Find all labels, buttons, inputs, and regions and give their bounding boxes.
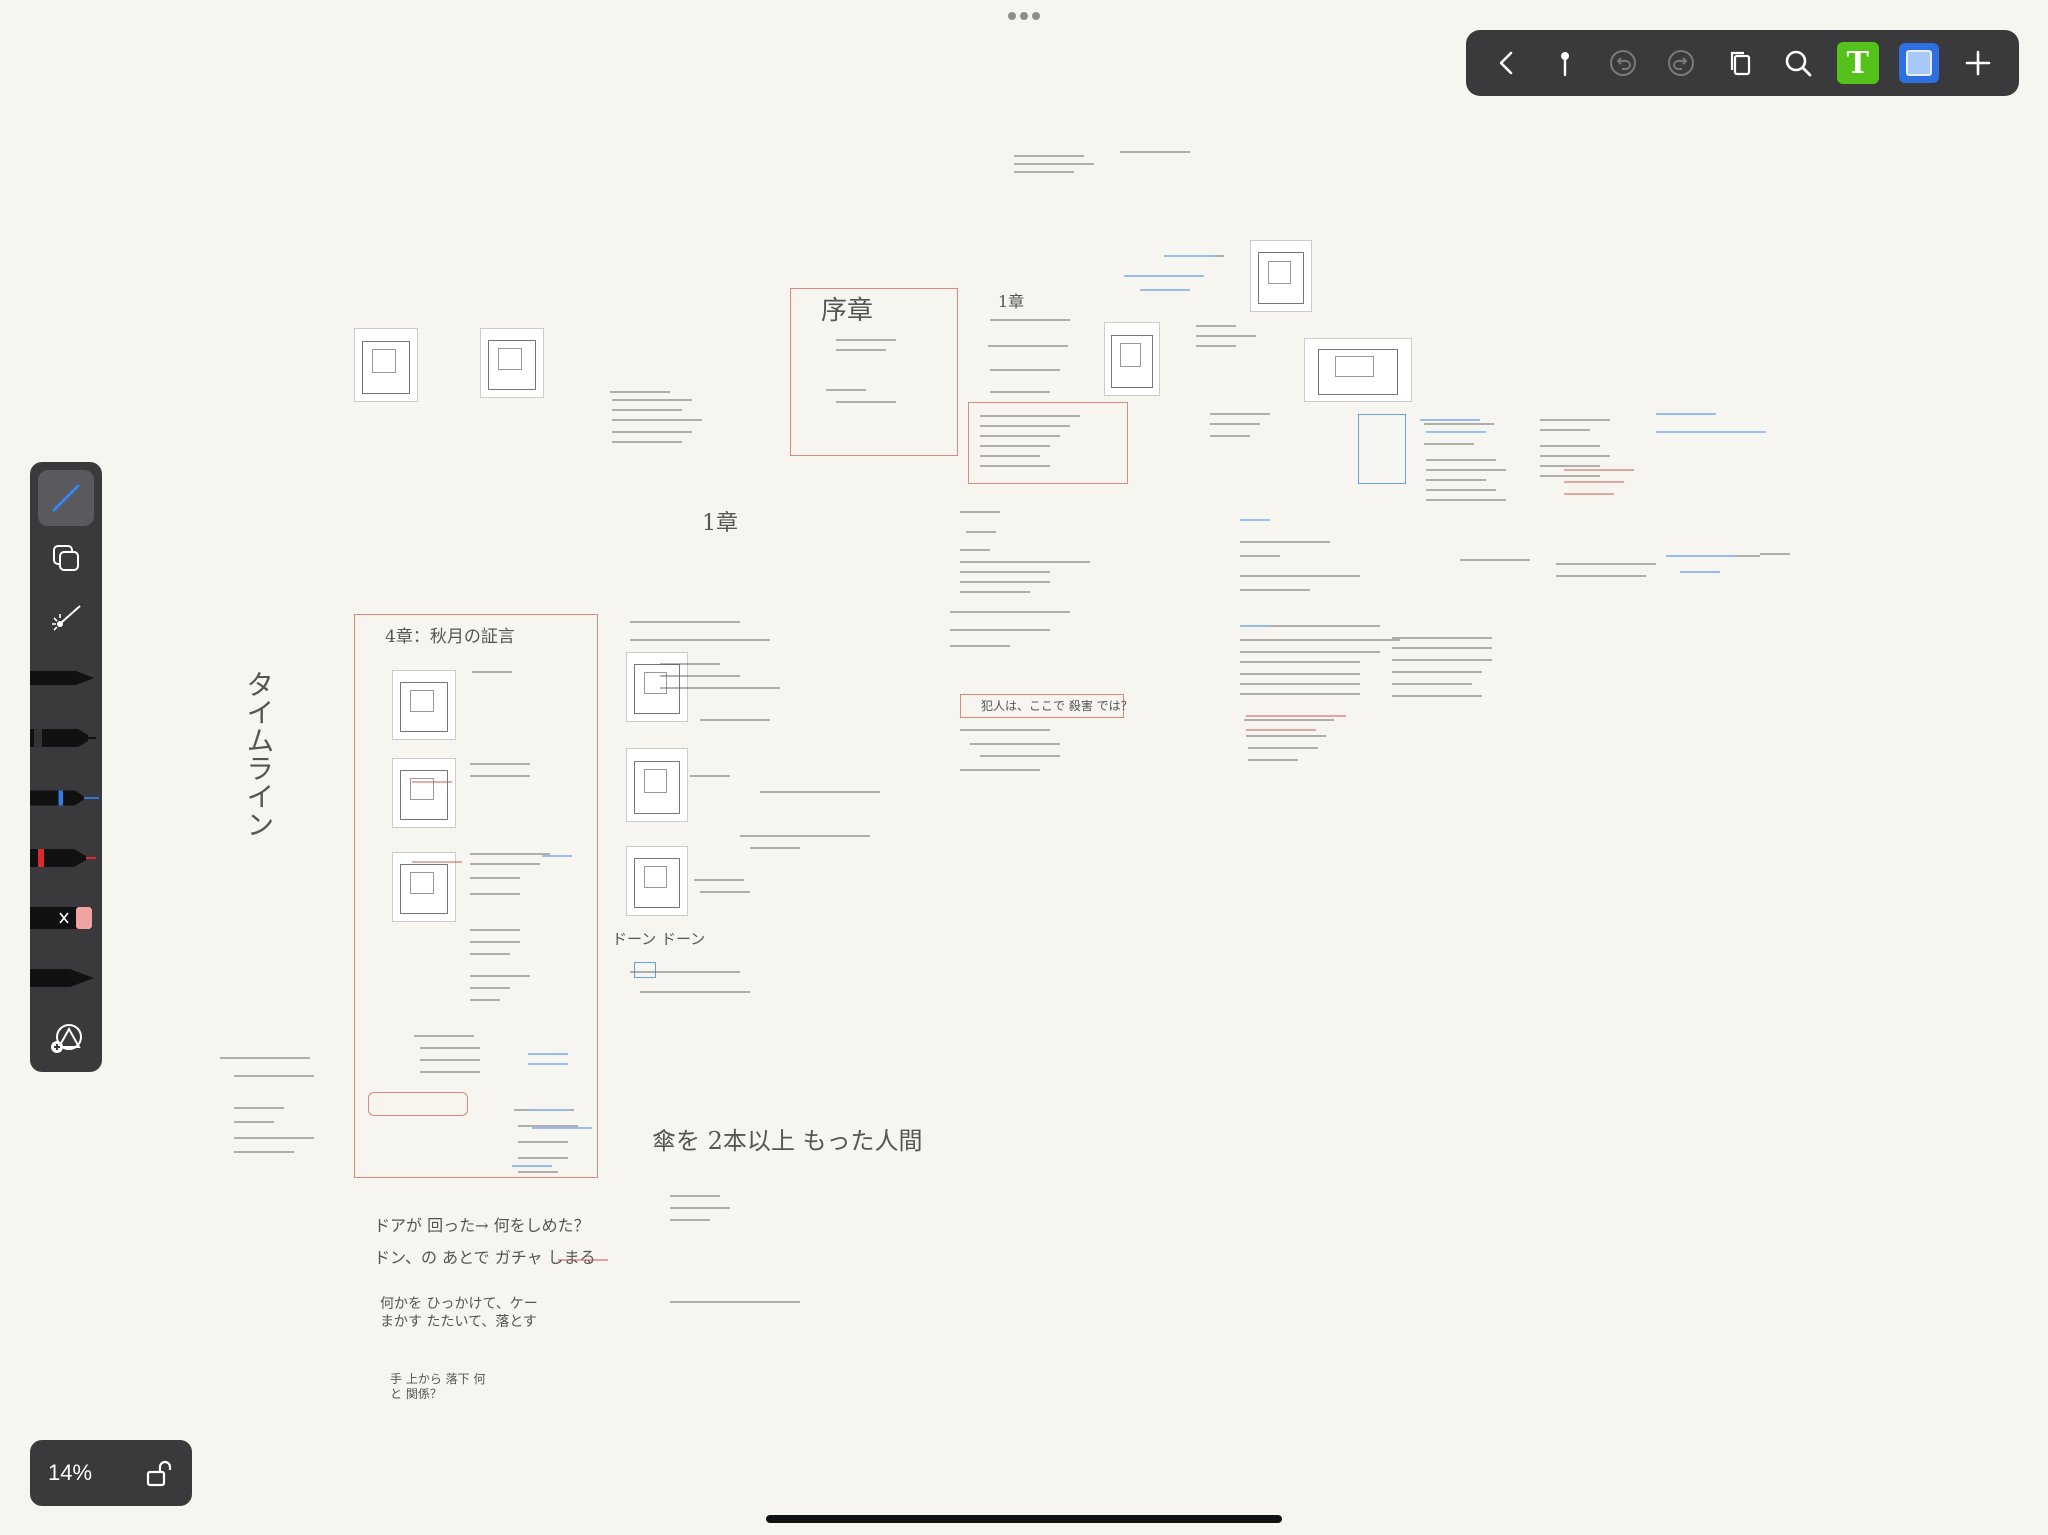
- unlock-icon[interactable]: [144, 1458, 174, 1488]
- home-indicator[interactable]: [766, 1515, 1282, 1523]
- prologue-title: 序章: [821, 296, 874, 326]
- plus-icon[interactable]: [1959, 44, 1997, 82]
- more-dots-icon[interactable]: [1008, 12, 1040, 20]
- floorplan-sketch: [1250, 240, 1312, 312]
- eraser-icon[interactable]: [30, 890, 102, 946]
- suspect-box: 犯人は、ここで 殺害 では？: [960, 694, 1133, 718]
- text-tool-button[interactable]: T: [1836, 42, 1879, 84]
- floorplan-sketch: [480, 328, 544, 398]
- pages-icon[interactable]: [1721, 44, 1759, 82]
- top-toolbar: T: [1466, 30, 2019, 96]
- floorplan-sketch: [626, 748, 688, 822]
- floorplan-sketch: [626, 846, 688, 916]
- chapter1-label: 1章: [702, 511, 738, 536]
- undo-icon[interactable]: [1604, 44, 1642, 82]
- tool-palette: [30, 462, 102, 1072]
- floorplan-sketch: [1304, 338, 1412, 402]
- pencil-black-icon[interactable]: [30, 650, 102, 706]
- prologue-box: 序章: [790, 288, 958, 456]
- dotdon-note: ドーン ドーン: [612, 930, 706, 948]
- floorplan-sketch: [392, 670, 456, 740]
- laser-icon[interactable]: [30, 590, 102, 646]
- marker-black-icon[interactable]: [30, 710, 102, 766]
- dondon-note: ドン、の あとで ガチャ しまる: [374, 1248, 596, 1267]
- lasso-icon[interactable]: [30, 530, 102, 586]
- floorplan-sketch: [1104, 322, 1160, 396]
- zoom-indicator[interactable]: 14%: [30, 1440, 192, 1506]
- blue-highlight: [634, 962, 656, 978]
- chapter4-title: 4章：秋月の証言: [385, 627, 515, 647]
- fall-note: 手 上から 落下 何と 関係？: [390, 1372, 486, 1401]
- timeline-label: タイムライン: [242, 670, 276, 838]
- chapter4-box: 4章：秋月の証言: [354, 614, 598, 1178]
- pin-icon[interactable]: [1546, 44, 1584, 82]
- shape-icon[interactable]: [1898, 43, 1939, 83]
- shape-recognition-icon[interactable]: [30, 1010, 102, 1066]
- pen-icon[interactable]: [38, 470, 94, 526]
- umbrella-note: 傘を 2本以上 もった人間: [652, 1127, 923, 1155]
- floorplan-sketch: [392, 852, 456, 922]
- chapter1-heading: 1章: [998, 292, 1025, 311]
- floorplan-sketch: [354, 328, 418, 402]
- chevron-left-icon[interactable]: [1488, 44, 1526, 82]
- chapter1-box: [968, 402, 1128, 484]
- redo-icon[interactable]: [1662, 44, 1700, 82]
- door-note: ドアが 回った→ 何をしめた？: [374, 1216, 590, 1235]
- zoom-level: 14%: [48, 1460, 93, 1485]
- pen-red-icon[interactable]: [30, 830, 102, 886]
- sketch-blue-box: [1358, 414, 1406, 484]
- suspect-note: 犯人は、ここで 殺害 では？: [981, 699, 1133, 713]
- pen-blue-icon[interactable]: [30, 770, 102, 826]
- search-icon[interactable]: [1779, 44, 1817, 82]
- floorplan-sketch: [392, 758, 456, 828]
- brush-black-icon[interactable]: [30, 950, 102, 1006]
- hanging-note: 何かを ひっかけて、ケーまかす たたいて、落とす: [380, 1296, 538, 1330]
- highlight-box: [368, 1092, 468, 1116]
